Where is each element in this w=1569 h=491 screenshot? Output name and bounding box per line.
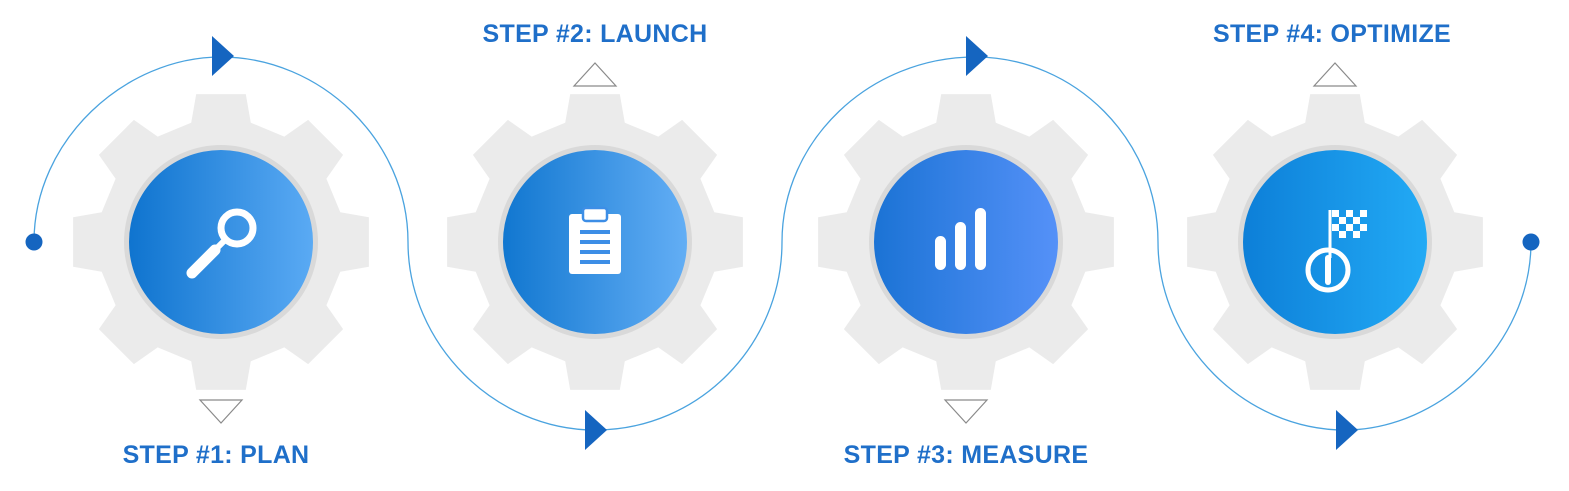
clipboard-icon	[569, 206, 621, 274]
path-end-dot	[1522, 233, 1540, 251]
step-2-label: STEP #2: LAUNCH	[482, 20, 708, 48]
connector-path	[33, 56, 1532, 431]
gear-4	[1187, 94, 1483, 390]
bar-chart-icon	[935, 208, 986, 270]
magnifier-icon	[186, 208, 257, 279]
pointer-triangle-down	[943, 399, 989, 424]
pointer-triangle-down	[198, 399, 244, 424]
step-4-circle	[1243, 150, 1427, 334]
flow-arrow	[212, 36, 234, 76]
path-start-dot	[25, 233, 43, 251]
flow-arrow	[585, 410, 607, 450]
step-3-label: STEP #3: MEASURE	[843, 441, 1089, 469]
pointer-triangle-up	[1312, 62, 1358, 87]
step-4-label: STEP #4: OPTIMIZE	[1212, 20, 1452, 48]
pointer-triangle-up	[572, 62, 618, 87]
flow-arrow	[966, 36, 988, 76]
step-1-label: STEP #1: PLAN	[122, 441, 310, 469]
flow-arrow	[1336, 410, 1358, 450]
finish-flag-icon	[1305, 210, 1367, 293]
